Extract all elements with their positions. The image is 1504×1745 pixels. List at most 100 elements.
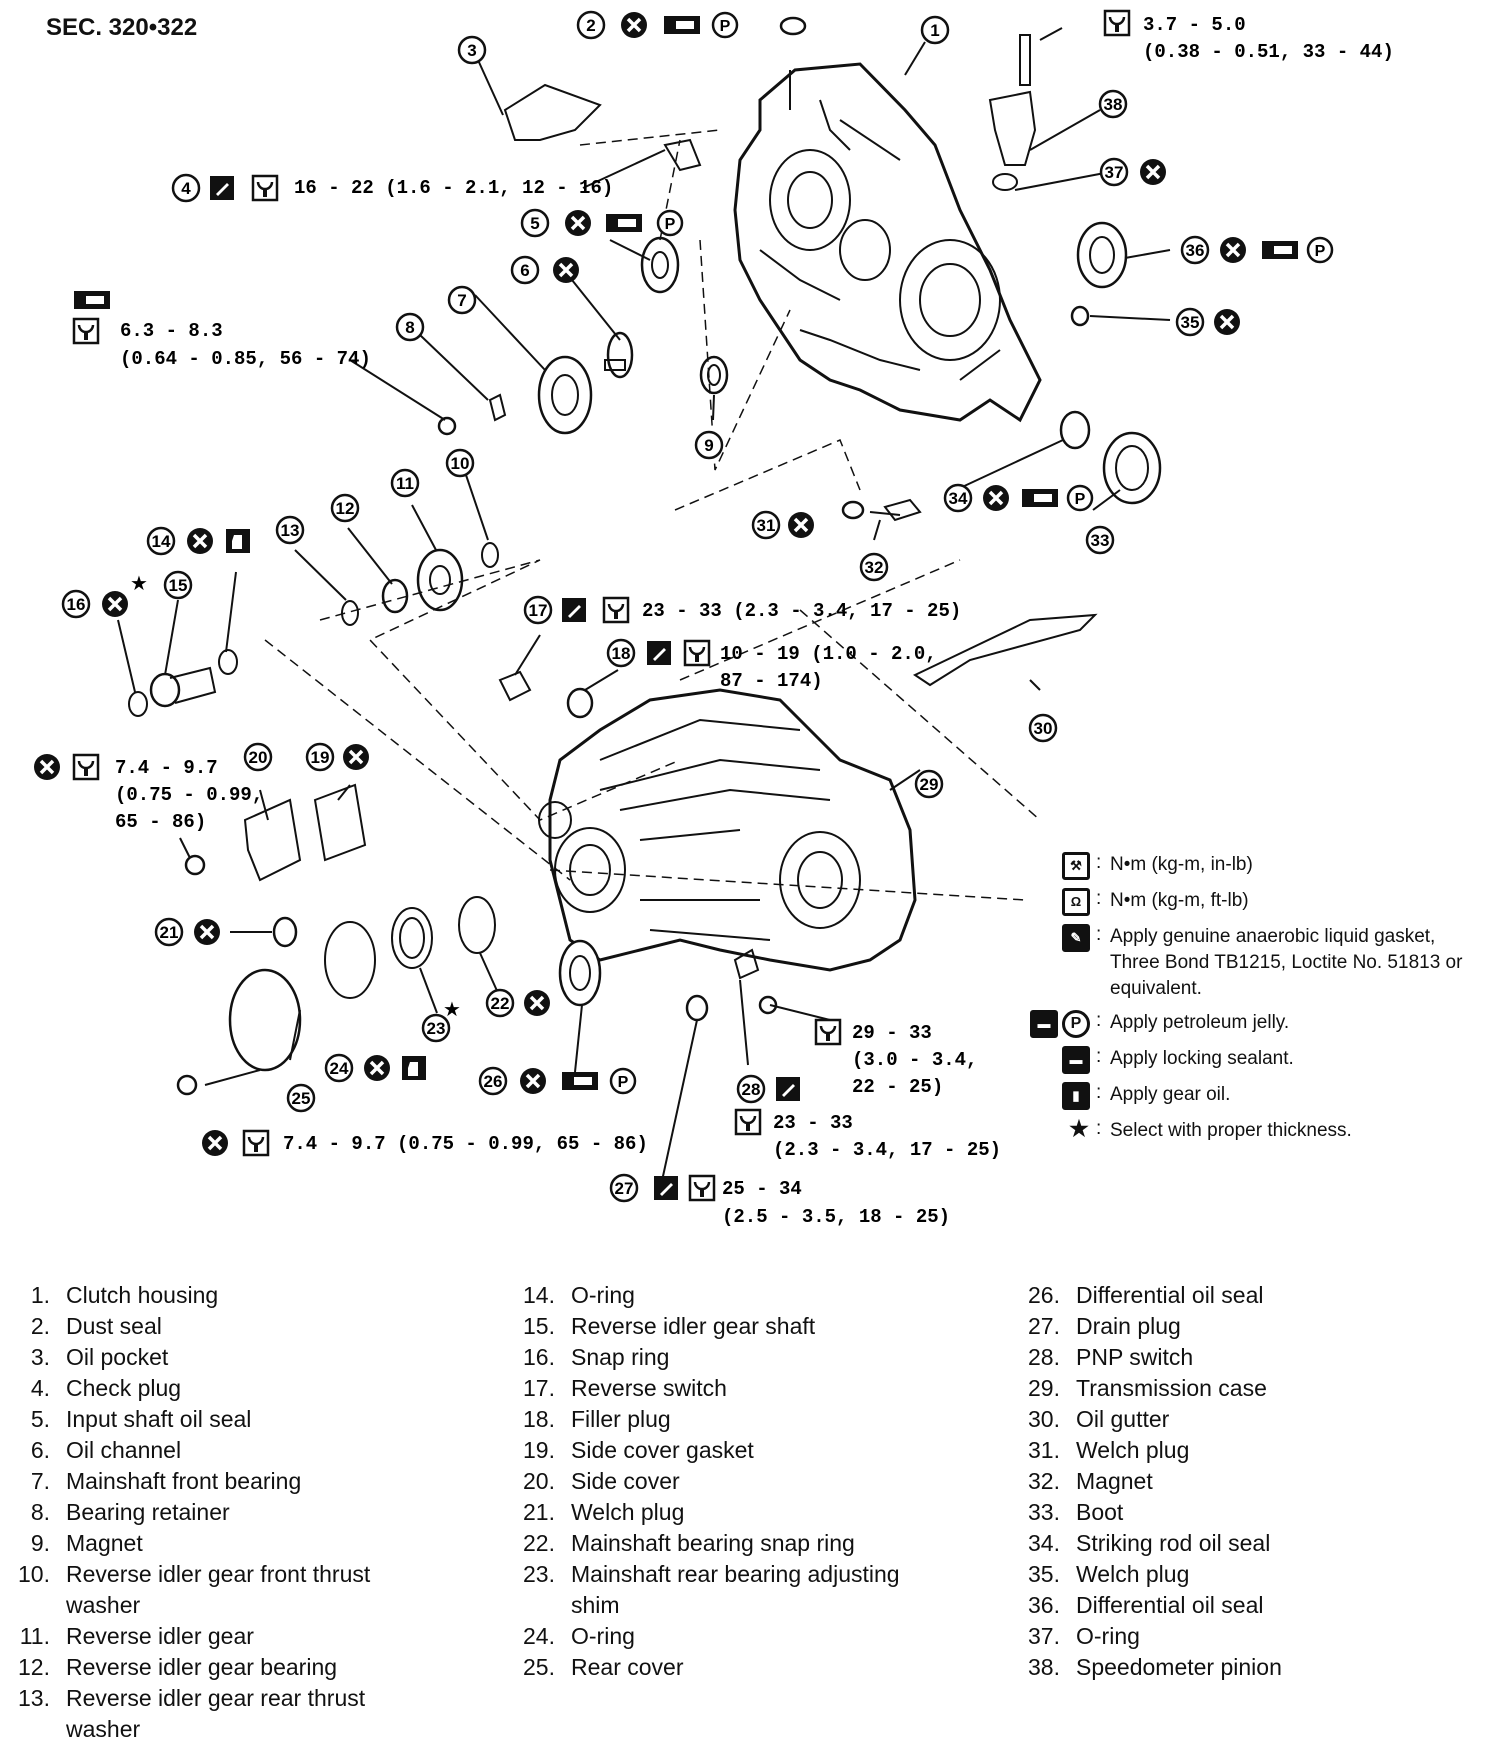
torque-specs: 3.7 - 5.0 (0.38 - 0.51, 33 - 44) 16 - 22… xyxy=(115,14,1394,1228)
list-item: 21.Welch plug xyxy=(505,1497,935,1528)
spec-28a-c: 22 - 25) xyxy=(852,1076,943,1098)
part-name: Reverse idler gear rear thrust washer xyxy=(66,1685,366,1742)
magnet-9 xyxy=(699,355,729,395)
rear-cover xyxy=(228,968,302,1072)
callout-12: 12 xyxy=(330,493,360,523)
callout-7: 7 xyxy=(447,285,477,315)
part-name: Reverse idler gear front thrust washer xyxy=(66,1561,371,1618)
callout-38: 38 xyxy=(1098,89,1128,119)
part-name: Magnet xyxy=(1076,1468,1153,1494)
callout-22: 22 xyxy=(485,988,515,1018)
legend-row: ▬P:Apply petroleum jelly. xyxy=(1030,1010,1470,1038)
callout-11: 11 xyxy=(390,468,420,498)
callout-30: 30 xyxy=(1028,713,1058,743)
part-name: Side cover gasket xyxy=(571,1437,754,1463)
list-item: 30.Oil gutter xyxy=(1010,1404,1440,1435)
adjusting-shim xyxy=(391,907,433,969)
list-item: 9.Magnet xyxy=(0,1528,430,1559)
callout-10: 10 xyxy=(445,448,475,478)
svg-text:8: 8 xyxy=(405,318,414,337)
svg-text:20: 20 xyxy=(249,748,268,767)
list-item: 15.Reverse idler gear shaft xyxy=(505,1311,935,1342)
oil-icon: ▮ xyxy=(1062,1082,1090,1110)
legend-row: ★:Select with proper thickness. xyxy=(1030,1118,1470,1144)
part-name: Reverse idler gear bearing xyxy=(66,1654,338,1680)
svg-text:33: 33 xyxy=(1091,531,1110,550)
spec-8-a: 6.3 - 8.3 xyxy=(120,320,223,342)
part-number: 26. xyxy=(1028,1282,1060,1308)
part-name: Filler plug xyxy=(571,1406,671,1432)
part-name: O-ring xyxy=(1076,1623,1140,1649)
torque-icon: Ω xyxy=(1062,888,1090,916)
part-number: 9. xyxy=(30,1530,50,1556)
part-number: 2. xyxy=(30,1313,50,1339)
callout-25: 25 xyxy=(286,1083,316,1113)
o-ring-14 xyxy=(218,649,238,675)
sealant-icon: ▬ xyxy=(1062,1046,1090,1074)
spec-27-b: (2.5 - 3.5, 18 - 25) xyxy=(722,1206,950,1228)
callout-4: 4 xyxy=(171,173,201,203)
drain-plug xyxy=(685,994,709,1022)
svg-text:36: 36 xyxy=(1186,241,1205,260)
part-number: 33. xyxy=(1028,1499,1060,1525)
star-markers: ★ ★ xyxy=(130,571,461,1021)
list-item: 13.Reverse idler gear rear thrust washer xyxy=(0,1683,430,1745)
part-name: Transmission case xyxy=(1076,1375,1267,1401)
list-item: 31.Welch plug xyxy=(1010,1435,1440,1466)
callout-9: 9 xyxy=(694,430,724,460)
part-name: Oil gutter xyxy=(1076,1406,1170,1432)
part-name: Differential oil seal xyxy=(1076,1592,1264,1618)
part-name: Mainshaft rear bearing adjusting shim xyxy=(571,1561,900,1618)
callout-26: 26 xyxy=(478,1066,508,1096)
list-item: 26.Differential oil seal xyxy=(1010,1280,1440,1311)
callout-33: 33 xyxy=(1085,525,1115,555)
part-name: Speedometer pinion xyxy=(1076,1654,1282,1680)
spec-25: 7.4 - 9.7 (0.75 - 0.99, 65 - 86) xyxy=(283,1133,648,1155)
svg-text:28: 28 xyxy=(742,1080,761,1099)
svg-text:35: 35 xyxy=(1181,313,1200,332)
part-number: 18. xyxy=(523,1406,555,1432)
legend-text: Apply gear oil. xyxy=(1110,1084,1231,1105)
part-name: Welch plug xyxy=(1076,1437,1190,1463)
part-number: 23. xyxy=(523,1561,555,1587)
section-label: SEC. 320•322 xyxy=(46,14,198,41)
part-number: 25. xyxy=(523,1654,555,1680)
legend-row: ▬:Apply locking sealant. xyxy=(1030,1046,1470,1074)
callout-32: 32 xyxy=(859,552,889,582)
welch-plug-35 xyxy=(1070,305,1090,327)
svg-text:19: 19 xyxy=(311,748,330,767)
list-item: 24.O-ring xyxy=(505,1621,935,1652)
snap-ring-16 xyxy=(128,691,148,717)
part-name: Rear cover xyxy=(571,1654,684,1680)
callout-6: 6 xyxy=(510,255,540,285)
part-name: Welch plug xyxy=(571,1499,685,1525)
svg-text:34: 34 xyxy=(949,489,968,508)
svg-text:15: 15 xyxy=(169,576,188,595)
check-plug xyxy=(663,138,702,172)
callout-29: 29 xyxy=(914,769,944,799)
list-item: 2.Dust seal xyxy=(0,1311,430,1342)
svg-text:22: 22 xyxy=(491,994,510,1013)
speedometer-pinion xyxy=(988,90,1037,166)
part-name: Clutch housing xyxy=(66,1282,219,1308)
list-item: 10.Reverse idler gear front thrust washe… xyxy=(0,1559,430,1621)
reverse-idler-gear xyxy=(416,548,464,612)
spec-38-b: (0.38 - 0.51, 33 - 44) xyxy=(1143,41,1394,63)
bolt-38 xyxy=(1019,34,1031,86)
svg-text:10: 10 xyxy=(451,454,470,473)
list-item: 8.Bearing retainer xyxy=(0,1497,430,1528)
list-item: 35.Welch plug xyxy=(1010,1559,1440,1590)
part-number: 38. xyxy=(1028,1654,1060,1680)
reverse-idler-gear-shaft xyxy=(149,666,217,708)
oil-channel xyxy=(604,331,634,379)
svg-text:26: 26 xyxy=(484,1072,503,1091)
svg-text:★: ★ xyxy=(130,571,148,595)
svg-text:32: 32 xyxy=(865,558,884,577)
part-name: Mainshaft front bearing xyxy=(66,1468,302,1494)
part-number: 28. xyxy=(1028,1344,1060,1370)
part-name: Input shaft oil seal xyxy=(66,1406,252,1432)
part-number: 29. xyxy=(1028,1375,1060,1401)
spec-28b-a: 23 - 33 xyxy=(773,1112,853,1134)
